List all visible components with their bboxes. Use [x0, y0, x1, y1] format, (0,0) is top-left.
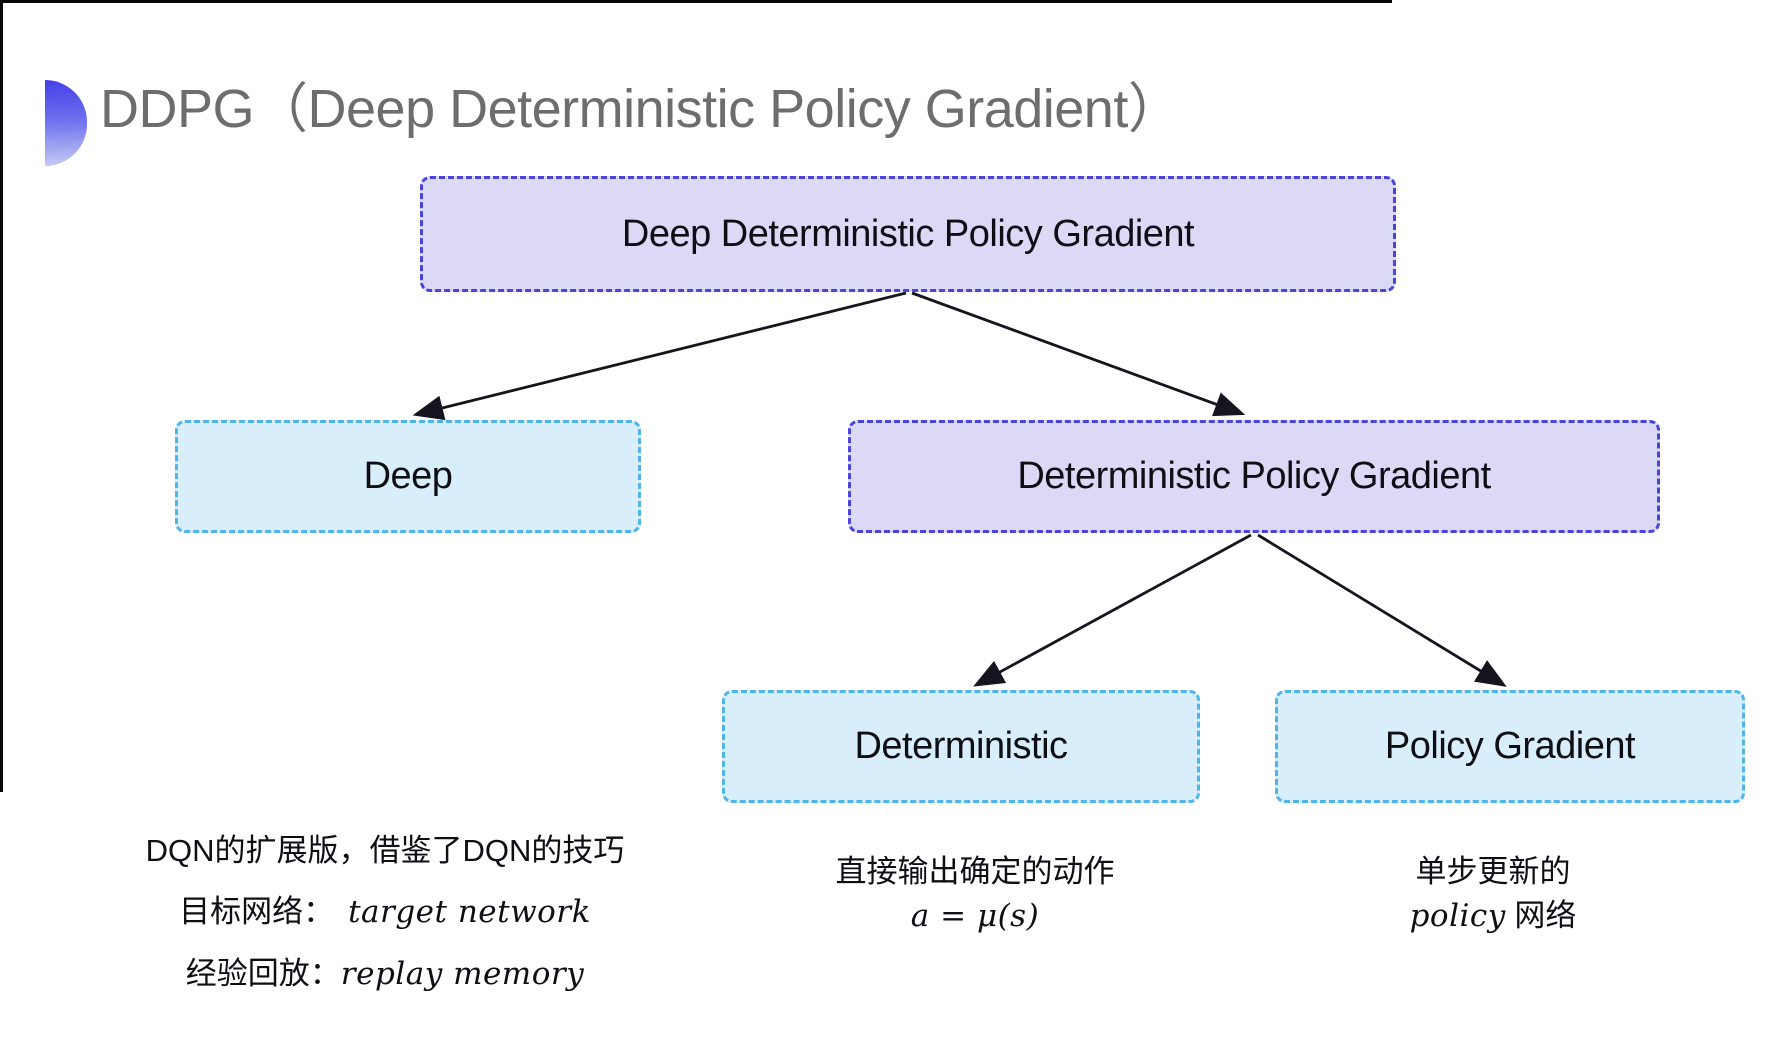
- replay-memory-label: 经验回放：: [185, 956, 341, 991]
- note-deterministic-action: 直接输出确定的动作 a = μ(s): [725, 850, 1225, 938]
- note-policy-line2: policy 网络: [1243, 894, 1743, 938]
- policy-term: policy: [1409, 898, 1506, 934]
- note-policy-line1: 单步更新的: [1415, 854, 1571, 889]
- note-dqn-extension: DQN的扩展版，借鉴了DQN的技巧 目标网络： target network 经验…: [105, 820, 665, 1005]
- arrow-dpg-to-policy-gradient: [1257, 533, 1507, 687]
- arrow-root-to-deep: [412, 291, 907, 421]
- note-deterministic-line1: 直接输出确定的动作: [835, 854, 1115, 889]
- policy-network-suffix: 网络: [1505, 898, 1577, 933]
- target-network-label: 目标网络：: [179, 894, 335, 929]
- arrow-dpg-to-deterministic: [973, 533, 1252, 687]
- arrow-root-to-dpg: [911, 291, 1246, 417]
- title-bullet-icon: [45, 80, 87, 166]
- note-dqn-replay-line: 经验回放：replay memory: [105, 943, 665, 1005]
- target-network-term: target network: [348, 894, 591, 930]
- node-root-label: Deep Deterministic Policy Gradient: [621, 212, 1195, 255]
- deterministic-policy-formula: a = μ(s): [910, 898, 1040, 934]
- replay-memory-term: replay memory: [340, 956, 585, 992]
- node-deterministic-label: Deterministic: [854, 725, 1068, 767]
- note-dqn-target-line: 目标网络： target network: [105, 881, 665, 943]
- slide-title: DDPG（Deep Deterministic Policy Gradient）: [100, 79, 1182, 139]
- note-dqn-line1: DQN的扩展版，借鉴了DQN的技巧: [145, 833, 625, 868]
- window-top-edge: [0, 0, 1392, 3]
- node-deep-label: Deep: [363, 455, 453, 497]
- node-dpg-label: Deterministic Policy Gradient: [1017, 455, 1491, 497]
- node-deterministic: Deterministic: [722, 690, 1200, 803]
- window-left-edge: [0, 0, 3, 792]
- node-deep-deterministic-policy-gradient: Deep Deterministic Policy Gradient: [420, 176, 1396, 292]
- node-policy-gradient: Policy Gradient: [1275, 690, 1745, 803]
- node-deterministic-policy-gradient: Deterministic Policy Gradient: [848, 420, 1660, 533]
- note-policy-network: 单步更新的 policy 网络: [1243, 850, 1743, 938]
- node-policy-gradient-label: Policy Gradient: [1384, 725, 1636, 767]
- node-deep: Deep: [175, 420, 641, 533]
